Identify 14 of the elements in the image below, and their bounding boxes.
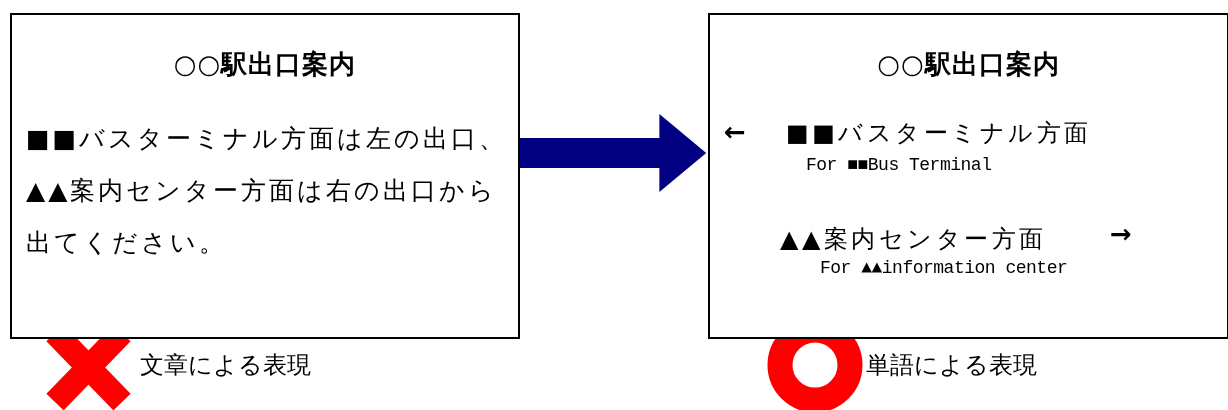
direction-arrow: ←: [724, 117, 746, 147]
sign-text: ■■バスターミナル方面は左の出口、▲▲案内センター方面は右の出口から出てください。: [26, 123, 509, 259]
node-label: 単語による表現: [866, 350, 1037, 381]
destination-name: ■■バスターミナル方面: [786, 118, 1092, 149]
english-name: For ■■Bus Terminal: [806, 155, 992, 175]
node-label: 文章による表現: [140, 350, 311, 381]
sign-title: ○○駅出口案内: [172, 48, 358, 81]
sign-board: [10, 13, 520, 339]
sign-title: ○○駅出口案内: [876, 48, 1061, 81]
destination-name: ▲▲案内センター方面: [780, 224, 1047, 255]
arrow: [520, 114, 707, 192]
sign-board: [708, 13, 1228, 339]
direction-arrow: →: [1110, 219, 1132, 249]
english-name: For ▲▲information center: [820, 258, 1068, 278]
